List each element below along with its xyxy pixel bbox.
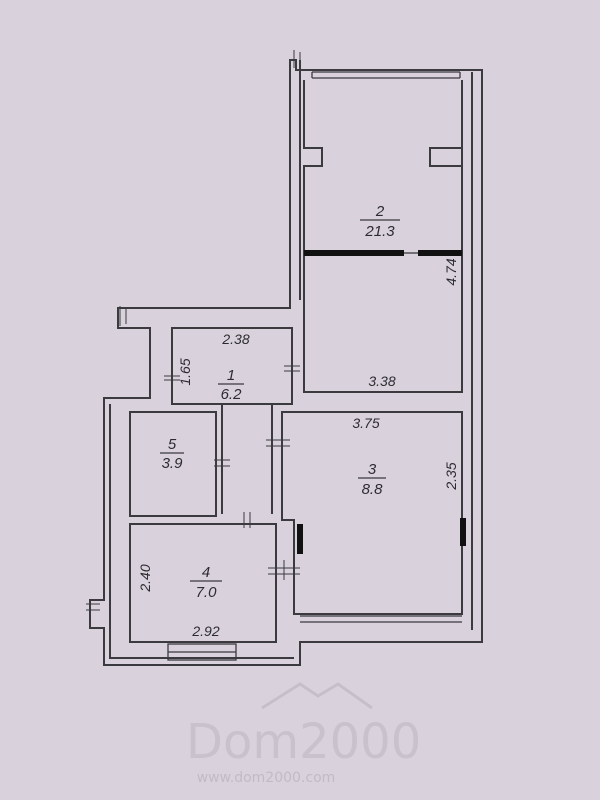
room-5-number: 5: [168, 436, 177, 453]
top-window: [311, 71, 461, 79]
room-5-area: 3.9: [162, 455, 184, 472]
room-3-window-mark: [460, 518, 466, 546]
corridor-walls: [221, 404, 273, 514]
dimension-r4-height: 2.40: [137, 564, 153, 592]
room-3-number: 3: [368, 461, 377, 478]
dimension-r2-height: 4.74: [443, 258, 459, 285]
dimension-r4-width: 2.92: [191, 623, 219, 639]
room-1-number: 1: [227, 367, 235, 384]
room-1-walls: [164, 327, 300, 405]
room-4-walls: [129, 512, 300, 661]
room-4-number: 4: [202, 564, 210, 581]
room-2-label: 2 21.3: [360, 203, 400, 240]
room-2-walls: [303, 80, 463, 393]
partition-wall-right: [418, 250, 462, 256]
outer-walls: [89, 59, 483, 666]
room-1-label: 1 6.2: [218, 367, 244, 403]
room-5-label: 5 3.9: [160, 436, 184, 472]
room-3-area: 8.8: [362, 481, 384, 498]
room-5-walls: [129, 411, 230, 517]
room-3-walls: [266, 411, 466, 623]
watermark-roof-icon: [261, 682, 373, 710]
room-4-area: 7.0: [196, 584, 218, 601]
room-2-number: 2: [375, 203, 385, 220]
dimension-r3-height: 2.35: [443, 462, 459, 490]
dimension-r1-width: 2.38: [221, 331, 249, 347]
dimension-r1-height: 1.65: [177, 358, 193, 385]
partition-wall-left: [304, 250, 404, 256]
watermark-url: www.dom2000.com: [197, 770, 336, 786]
room-1-area: 6.2: [221, 386, 243, 403]
room-3-door-mark: [297, 524, 303, 554]
dimension-r3-width: 3.75: [352, 415, 379, 431]
watermark-brand: Dom2000: [186, 714, 421, 770]
dimension-r2-width: 3.38: [368, 373, 395, 389]
watermark: Dom2000 www.dom2000.com: [186, 682, 421, 786]
wall-marks: [86, 50, 301, 611]
room-4-label: 4 7.0: [190, 564, 222, 601]
room-3-label: 3 8.8: [358, 461, 386, 498]
room-2-area: 21.3: [364, 223, 395, 240]
